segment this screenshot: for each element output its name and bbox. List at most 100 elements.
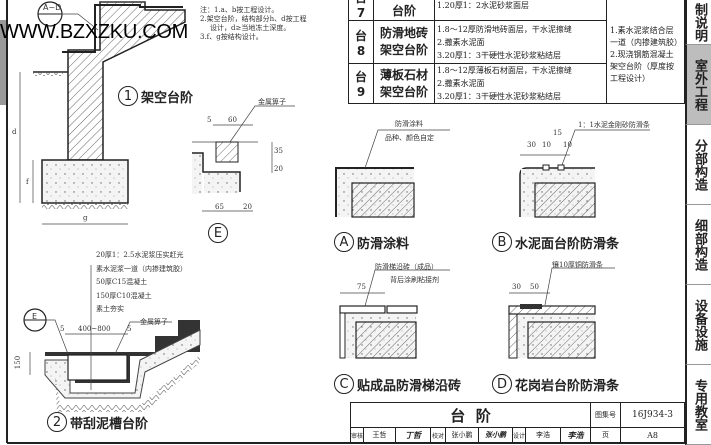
sidebar-item-special-classrooms[interactable]: 专用教室 xyxy=(685,365,711,445)
row-desc: 1.20厚1：2水泥砂浆面层 xyxy=(434,0,607,21)
row-code: 台8 xyxy=(348,20,374,64)
atlas-number: 16J934-3 xyxy=(621,403,684,428)
detail-title: 花岗岩台阶防滑条 xyxy=(515,378,620,394)
detail-letter: E xyxy=(208,223,228,243)
dim: 15 xyxy=(553,129,562,137)
dim-width: 400~800 xyxy=(78,325,111,333)
watermark: WWW.BZXZKU.COM xyxy=(0,21,188,43)
detail-letter: B xyxy=(492,232,512,252)
note-line: 2.架空台阶，结构部分h、d按工程 xyxy=(200,15,307,23)
dim-d: d xyxy=(12,128,17,136)
checker-signature: 张小鹏 xyxy=(479,428,513,442)
sidebar-item-label: 室外工程 xyxy=(692,58,707,111)
sidebar-item-detail-construction[interactable]: 细部构造 xyxy=(685,205,711,285)
grate-label: 金属箅子 xyxy=(258,98,286,106)
label: 品种、颜色自定 xyxy=(385,134,434,142)
label: 镶10厚铜防滑条 xyxy=(552,261,603,269)
note-line: 3.f、g按结构设计。 xyxy=(200,33,263,41)
sidebar-item-label: 制说明 xyxy=(692,2,707,42)
detail-D-drawing xyxy=(508,267,615,359)
detail-E-caption: E xyxy=(208,223,228,243)
note-line: 注：1.a、b按工程设计。 xyxy=(200,6,279,14)
detail-1-caption: 1 架空台阶 xyxy=(118,86,193,106)
spec-table: 台7 台阶 1.20厚1：2水泥砂浆面层 1.素水泥浆结合层一道（内掺建筑胶）2… xyxy=(348,0,685,104)
detail-C-caption: C 贴成品防滑梯沿砖 xyxy=(334,374,461,394)
detail-title: 带刮泥槽台阶 xyxy=(70,416,149,432)
notes: 注：1.a、b按工程设计。 2.架空台阶，结构部分h、d按工程 设计，d≥当地冻… xyxy=(200,6,307,42)
row-name: 薄板石材架空台阶 xyxy=(373,63,435,104)
dim: 5 xyxy=(207,116,212,124)
detail-A-caption: A 防滑涂料 xyxy=(334,232,409,252)
table-row: 台9 薄板石材架空台阶 1.8～12厚薄板石材面层，干水泥擦缝 2.撒素水泥面 … xyxy=(348,63,685,104)
reviewer-signature: 丁哲 xyxy=(396,428,431,442)
sidebar-item-label: 细部构造 xyxy=(692,218,707,271)
label: 防滑梯沿砖（成品） xyxy=(375,263,438,271)
row-name: 防滑地砖架空台阶 xyxy=(373,20,435,64)
layer-item: 50厚C15混凝土 xyxy=(96,278,148,286)
desc-line: 3.20厚1：3干硬性水泥砂浆粘结层 xyxy=(437,92,561,101)
sidebar-item-label: 专用教室 xyxy=(692,378,707,431)
detail-number: 2 xyxy=(47,412,67,432)
desc-line: 2.撒素水泥面 xyxy=(437,79,485,88)
label: 防滑涂料 xyxy=(395,120,423,128)
index-bubble-label: A~D xyxy=(43,3,62,12)
checker-name: 张小鹏 xyxy=(446,428,479,442)
dim: 60 xyxy=(228,116,237,124)
sidebar-item-label: 分部构造 xyxy=(692,138,707,191)
detail-C-drawing xyxy=(339,269,450,359)
row-code: 台9 xyxy=(348,63,374,104)
detail-title: 贴成品防滑梯沿砖 xyxy=(357,378,462,394)
atlas-label: 图集号 xyxy=(591,403,621,428)
table-row: 台8 防滑地砖架空台阶 1.8～12厚防滑地砖面层，干水泥擦缝 2.撒素水泥面 … xyxy=(348,20,685,64)
layer-item: 素土夯实 xyxy=(96,305,124,313)
row-desc: 1.8～12厚薄板石材面层，干水泥擦缝 2.撒素水泥面 3.20厚1：3干硬性水… xyxy=(434,63,607,104)
index-bubble-label: E xyxy=(32,312,38,321)
detail-letter: D xyxy=(492,374,512,394)
detail-A-drawing xyxy=(335,129,450,218)
row-code: 台7 xyxy=(348,0,374,21)
label: 1：1水泥金刚砂防滑条 xyxy=(578,121,650,129)
dim: 30 xyxy=(527,141,536,149)
layer-item: 素水泥浆一道（内掺建筑胶） xyxy=(96,264,187,273)
detail-number: 1 xyxy=(118,86,138,106)
desc-line: 1.8～12厚薄板石材面层，干水泥擦缝 xyxy=(437,66,572,75)
dim: 30 xyxy=(512,283,521,291)
dim: 20 xyxy=(243,203,252,211)
detail-B-drawing xyxy=(519,129,650,218)
dim: 35 xyxy=(274,147,283,155)
grate-label: 金属箅子 xyxy=(140,318,168,326)
sidebar-item-label: 设备设施 xyxy=(692,298,707,351)
dim: 5 xyxy=(127,325,132,333)
dim: 10 xyxy=(563,141,572,149)
row-desc: 1.8～12厚防滑地砖面层，干水泥擦缝 2.撒素水泥面 3.20厚1：3干硬性水… xyxy=(434,20,607,64)
common-layers: 1.素水泥浆结合层一道（内掺建筑胶）2.现浇钢筋混凝土架空台阶（厚度按工程设计） xyxy=(606,0,685,104)
row-name: 台阶 xyxy=(373,0,435,21)
detail-title: 防滑涂料 xyxy=(357,236,410,252)
dim: 75 xyxy=(357,283,366,291)
dim-f: f xyxy=(26,178,29,186)
dim-150: 150 xyxy=(14,355,23,370)
desc-line: 1.8～12厚防滑地砖面层，干水泥擦缝 xyxy=(437,24,572,34)
sidebar-item-outdoor-works[interactable]: 室外工程 xyxy=(685,45,711,125)
layer-item: 150厚C10混凝土 xyxy=(96,291,152,300)
detail-title: 架空台阶 xyxy=(141,90,194,106)
designer-name: 李浩 xyxy=(526,428,561,442)
sidebar-item-instructions[interactable]: 制说明 xyxy=(685,0,711,45)
detail-2-drawing xyxy=(23,265,201,412)
sidebar-item-equipment[interactable]: 设备设施 xyxy=(685,285,711,365)
detail-letter: A xyxy=(334,232,354,252)
dim: 50 xyxy=(530,283,539,291)
desc-line: 2.撒素水泥面 xyxy=(437,37,485,47)
dim: 10 xyxy=(542,141,551,149)
detail-E-drawing xyxy=(192,105,295,212)
dim-g: g xyxy=(83,214,88,222)
desc-line: 3.20厚1：3干硬性水泥砂浆粘结层 xyxy=(437,50,561,60)
detail-letter: C xyxy=(334,374,354,394)
layer-list: 20厚1：2.5水泥浆压实赶光 素水泥浆一道（内掺建筑胶） 50厚C15混凝土 … xyxy=(96,249,187,317)
detail-2-caption: 2 带刮泥槽台阶 xyxy=(47,412,148,432)
sidebar-item-sub-construction[interactable]: 分部构造 xyxy=(685,125,711,205)
table-row: 台7 台阶 1.20厚1：2水泥砂浆面层 1.素水泥浆结合层一道（内掺建筑胶）2… xyxy=(348,0,685,104)
detail-D-caption: D 花岗岩台阶防滑条 xyxy=(492,374,619,394)
review-label: 审核 xyxy=(351,428,364,442)
